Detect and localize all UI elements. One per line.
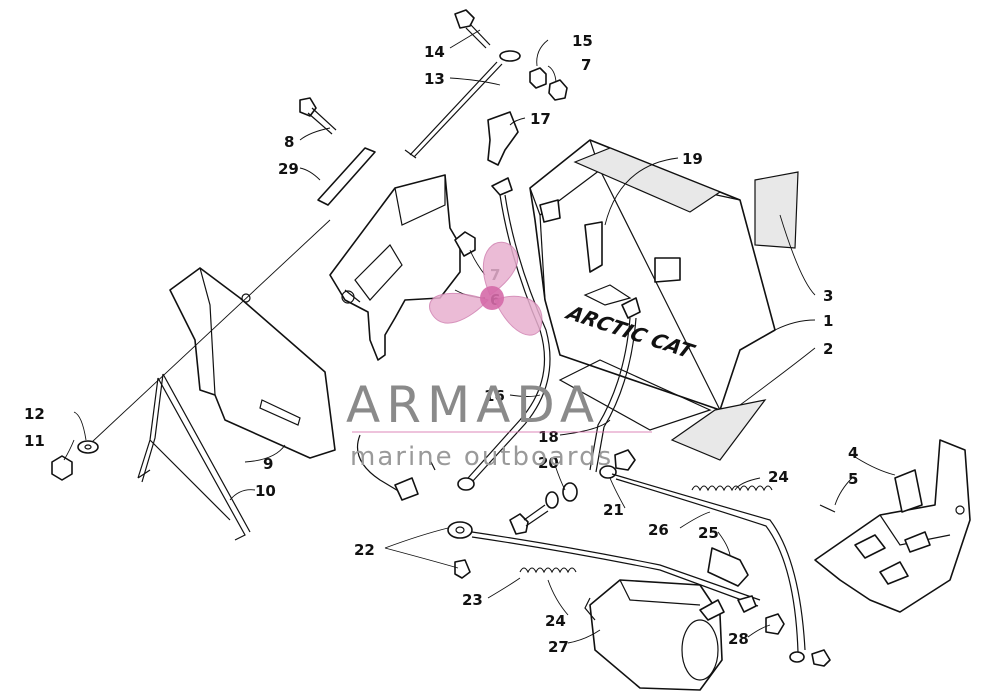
callout-27: 27 <box>548 638 569 656</box>
cable-26 <box>611 473 806 663</box>
callout-17: 17 <box>530 110 551 128</box>
callout-labels: 3 1 2 4 5 6 7 7 8 9 10 11 12 13 14 15 16… <box>24 32 858 656</box>
spring-cover-upper <box>691 485 773 492</box>
callout-25: 25 <box>698 524 719 542</box>
callout-4: 4 <box>848 444 858 462</box>
stand-frame <box>137 373 251 541</box>
watermark: ARMADA marine outboards <box>346 376 652 472</box>
callout-10: 10 <box>255 482 276 500</box>
callout-9: 9 <box>263 455 273 473</box>
callout-13: 13 <box>424 70 445 88</box>
leader-lines <box>63 29 896 644</box>
callout-16: 16 <box>484 387 505 405</box>
battery: ARCTIC CAT <box>529 139 776 411</box>
long-bolt <box>404 9 521 159</box>
callout-15: 15 <box>572 32 593 50</box>
callout-24-lower: 24 <box>545 612 566 630</box>
callout-26: 26 <box>648 521 669 539</box>
callout-1: 1 <box>823 312 833 330</box>
callout-12: 12 <box>24 405 45 423</box>
callout-22: 22 <box>354 541 375 559</box>
watermark-logo <box>429 241 543 336</box>
callout-19: 19 <box>682 150 703 168</box>
starter-motor <box>584 579 757 691</box>
callout-21: 21 <box>603 501 624 519</box>
mount-bracket <box>329 174 476 361</box>
vent-cap <box>487 111 519 166</box>
wire-harness <box>356 434 436 501</box>
callout-5: 5 <box>848 470 858 488</box>
small-nuts-top <box>529 67 568 101</box>
spring-cover-lower <box>519 567 577 574</box>
bracket-plate <box>169 267 336 459</box>
callout-8: 8 <box>284 133 294 151</box>
side-bracket <box>814 439 971 613</box>
callout-11: 11 <box>24 432 45 450</box>
callout-3: 3 <box>823 287 833 305</box>
washer-nut <box>51 219 331 481</box>
battery-pad <box>558 171 799 461</box>
callout-29: 29 <box>278 160 299 178</box>
callout-28: 28 <box>728 630 749 648</box>
callout-24-upper: 24 <box>768 468 789 486</box>
watermark-brand: ARMADA <box>346 376 600 434</box>
nut-28 <box>765 613 831 667</box>
watermark-tagline: marine outboards <box>350 442 613 472</box>
bolt-20 <box>509 449 636 535</box>
callout-7-upper: 7 <box>581 56 591 74</box>
starter-cable <box>447 521 761 607</box>
callout-23: 23 <box>462 591 483 609</box>
strap-29 <box>317 147 376 206</box>
negative-cable <box>589 297 641 473</box>
bolt-8 <box>299 97 337 135</box>
callout-2: 2 <box>823 340 833 358</box>
callout-20: 20 <box>538 454 559 472</box>
callout-14: 14 <box>424 43 445 61</box>
terminal-boot <box>707 547 749 587</box>
